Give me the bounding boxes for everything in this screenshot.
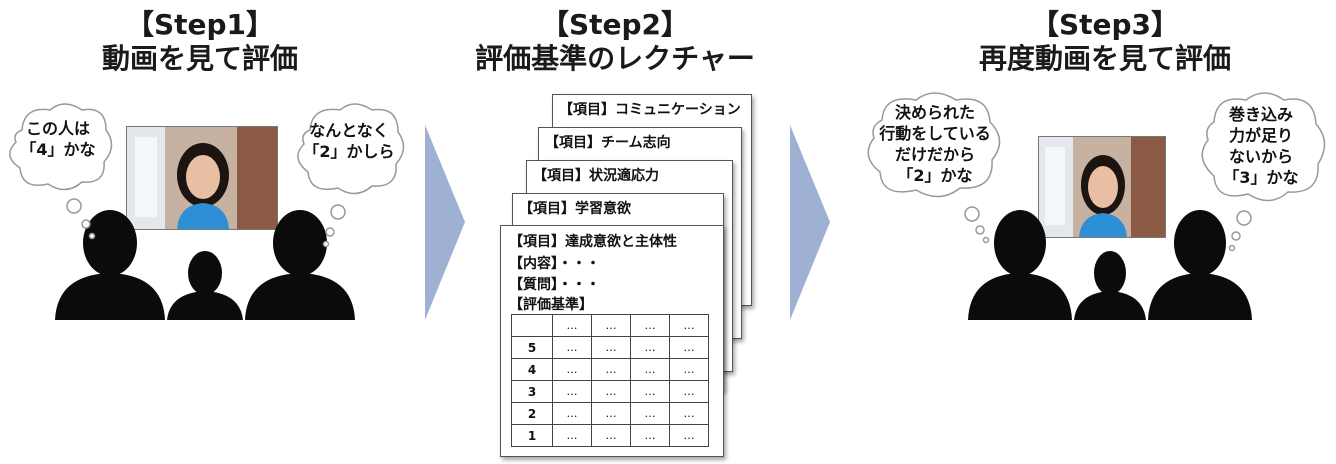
thought-text: この人は 「4」かな [20, 119, 96, 159]
thought-text: なんとなく 「2」かしら [303, 121, 395, 161]
video-thumbnail [126, 126, 278, 230]
step1-label: 【Step1】 [125, 8, 275, 41]
table-row: 4 … … … … [511, 358, 709, 381]
step1-caption: 動画を見て評価 [101, 42, 298, 75]
audience-silhouettes [55, 210, 355, 320]
table-row: 1 … … … … [511, 424, 709, 447]
criteria-card-front: 【項目】達成意欲と主体性 【内容】・・・ 【質問】・・・ 【評価基準】 … … … [500, 225, 724, 457]
thought-bubble-icon [1201, 92, 1326, 252]
step2-caption: 評価基準のレクチャー [475, 42, 755, 75]
card-content: 【内容】・・・ [509, 256, 600, 272]
table-row: … … … … [511, 314, 709, 337]
card-question: 【質問】・・・ [509, 277, 600, 293]
step2-title: 【Step2】 評価基準のレクチャー [450, 8, 780, 76]
card-criteria: 【評価基準】 [509, 297, 593, 313]
step1-title: 【Step1】 動画を見て評価 [40, 8, 360, 76]
table-row: 2 … … … … [511, 402, 709, 425]
thought-text: 決められた 行動をしている だけだから 「2」かな [879, 103, 991, 185]
arrow-right-icon [425, 125, 465, 320]
thought-text: 巻き込み 力が足り ないから 「3」かな [1223, 105, 1299, 187]
card-item: 【項目】達成意欲と主体性 [509, 234, 677, 250]
thought-bubble-icon [9, 103, 113, 240]
thought-bubble-icon [867, 92, 1001, 244]
step3-label: 【Step3】 [1030, 8, 1180, 41]
step3-caption: 再度動画を見て評価 [978, 42, 1231, 75]
table-row: 3 … … … … [511, 380, 709, 403]
arrow-right-icon [790, 125, 830, 320]
audience-silhouettes [968, 210, 1252, 320]
thought-bubble-icon [297, 103, 405, 248]
criteria-table: … … … … 5 … … … … 4 … … … … 3 … … … … 2 [511, 314, 709, 447]
step2-label: 【Step2】 [540, 8, 690, 41]
table-row: 5 … … … … [511, 336, 709, 359]
step3-title: 【Step3】 再度動画を見て評価 [940, 8, 1270, 76]
video-thumbnail [1038, 136, 1166, 238]
